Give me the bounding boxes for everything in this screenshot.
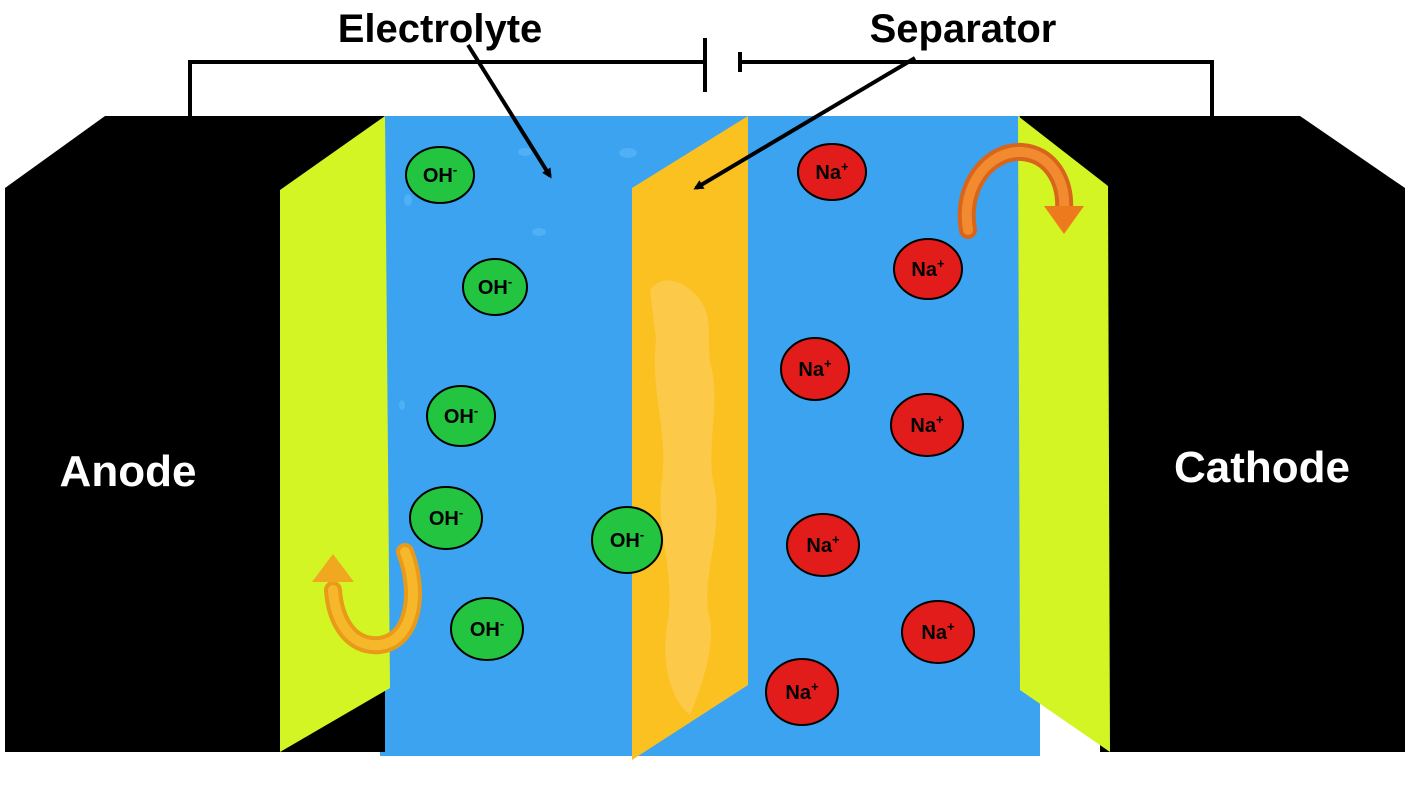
hydroxide-ion: OH-	[405, 146, 475, 204]
hydroxide-ion: OH-	[591, 506, 663, 574]
svg-text:OH-: OH-	[429, 505, 463, 530]
anode-reaction-arrow-icon	[312, 543, 422, 655]
hydroxide-ion: OH-	[409, 486, 483, 550]
svg-text:OH-: OH-	[444, 403, 478, 428]
anode-label: Anode	[60, 447, 197, 496]
electrolyte-pointer-arrow	[466, 43, 552, 179]
svg-text:Na+: Na+	[910, 412, 944, 437]
svg-text:Na+: Na+	[815, 159, 849, 184]
sodium-ion: Na+	[893, 238, 963, 300]
electrolyte-droplets	[399, 148, 637, 410]
svg-text:Na+: Na+	[785, 679, 819, 704]
hydroxide-ion: OH-	[462, 258, 528, 316]
anode-current-collector	[280, 116, 390, 752]
anode-electrode-lower	[5, 385, 280, 752]
sodium-ion: Na+	[901, 600, 975, 664]
sodium-ion: Na+	[786, 513, 860, 577]
separator-label: Separator	[870, 7, 1057, 51]
svg-text:Na+: Na+	[921, 619, 955, 644]
cathode-label: Cathode	[1174, 443, 1350, 492]
hydroxide-ion: OH-	[450, 597, 524, 661]
sodium-ion: Na+	[780, 337, 850, 401]
svg-text:OH-: OH-	[470, 616, 504, 641]
separator-pointer-arrow	[693, 56, 917, 190]
cathode-electrode-lower	[1100, 460, 1405, 752]
sodium-ion: Na+	[890, 393, 964, 457]
electrolyte-label: Electrolyte	[338, 7, 543, 51]
separator-texture	[650, 280, 717, 715]
cathode-reaction-arrow-icon	[957, 142, 1084, 239]
svg-text:Na+: Na+	[806, 532, 840, 557]
external-circuit	[188, 60, 1214, 150]
svg-text:Na+: Na+	[911, 256, 945, 281]
svg-text:OH-: OH-	[610, 527, 644, 552]
svg-text:OH-: OH-	[478, 274, 512, 299]
svg-text:Na+: Na+	[798, 356, 832, 381]
cathode-current-collector	[1018, 116, 1110, 752]
sodium-ion: Na+	[765, 658, 839, 726]
sodium-ion: Na+	[797, 143, 867, 201]
hydroxide-ion: OH-	[426, 385, 496, 447]
svg-text:OH-: OH-	[423, 162, 457, 187]
